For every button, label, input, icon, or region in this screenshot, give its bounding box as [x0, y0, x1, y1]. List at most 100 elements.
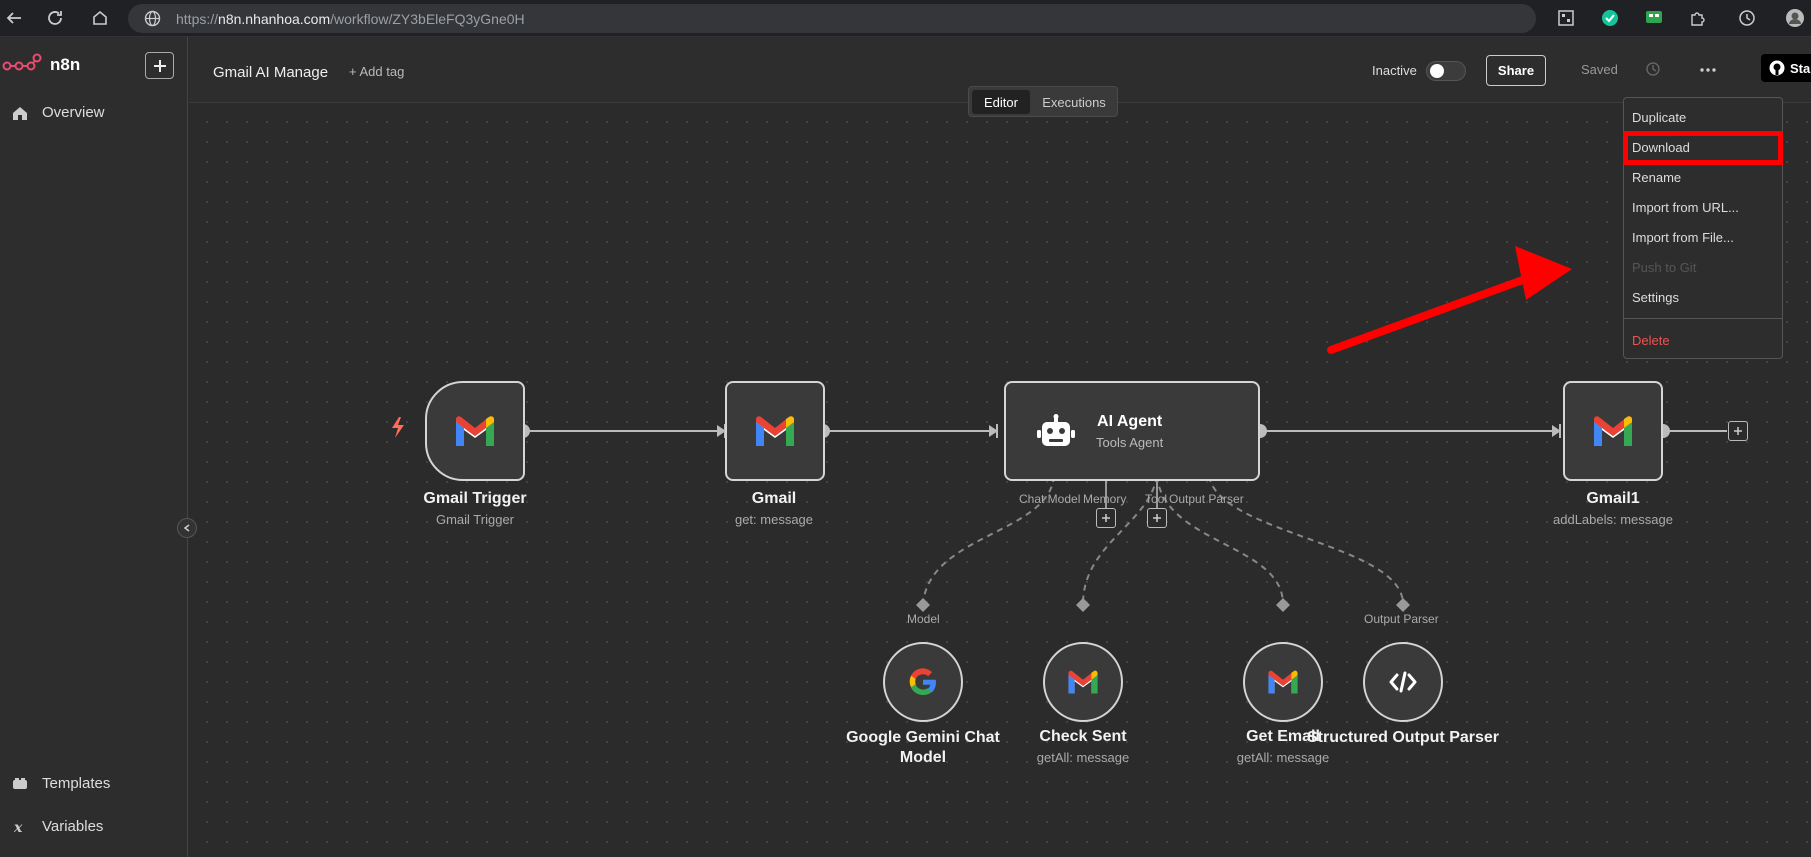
sidebar-item-label: Overview — [42, 104, 105, 121]
create-button[interactable] — [145, 52, 174, 79]
node-title: Check Sent — [1039, 728, 1127, 745]
node-subtitle: get: message — [734, 512, 814, 527]
node-subtitle: getAll: message — [1036, 750, 1130, 765]
node-gmail-trigger[interactable] — [425, 381, 525, 481]
annotation-arrow-icon — [1327, 246, 1572, 354]
ellipsis-icon — [1700, 68, 1716, 72]
extension-green-icon[interactable] — [1600, 8, 1620, 28]
star-label: Star — [1790, 60, 1811, 76]
home-icon[interactable] — [88, 6, 112, 30]
plus-icon — [1734, 427, 1742, 435]
logo-text: n8n — [50, 55, 81, 74]
node-gmail1[interactable] — [1563, 381, 1663, 481]
github-icon — [1769, 60, 1785, 76]
globe-icon — [144, 10, 161, 27]
menu-item-import-file[interactable]: Import from File... — [1632, 229, 1734, 245]
add-node-button[interactable] — [1728, 421, 1748, 441]
node-gmail[interactable] — [725, 381, 825, 481]
port-label-tool: Tool — [1145, 492, 1168, 506]
node-subtitle: addLabels: message — [1553, 512, 1673, 527]
node-check-sent[interactable] — [1043, 642, 1123, 722]
home-icon — [13, 106, 27, 120]
node-subtitle: Tools Agent — [1096, 434, 1164, 450]
add-tag-link[interactable]: + Add tag — [349, 64, 405, 79]
history-icon[interactable] — [1737, 8, 1757, 28]
menu-item-download[interactable]: Download — [1632, 139, 1690, 155]
view-tabs: Editor Executions — [968, 86, 1118, 117]
back-icon[interactable] — [2, 6, 26, 30]
trigger-lightning-icon — [392, 417, 404, 438]
port-label-output-parser: Output Parser — [1364, 612, 1439, 626]
extension-qr-icon[interactable] — [1556, 8, 1576, 28]
active-toggle[interactable] — [1426, 61, 1466, 81]
port-label-chat-model: Chat Model — [1019, 492, 1081, 506]
add-memory-button[interactable] — [1096, 508, 1116, 528]
github-star-button[interactable]: Star — [1761, 54, 1811, 82]
node-title: Google Gemini Chat Model — [846, 729, 1000, 766]
plus-icon — [1102, 514, 1110, 522]
saved-status: Saved — [1581, 62, 1618, 77]
node-google-gemini[interactable] — [883, 642, 963, 722]
gmail-icon — [456, 416, 494, 446]
agent-text: AI Agent Tools Agent — [1096, 413, 1163, 450]
node-ai-agent[interactable]: AI Agent Tools Agent — [1004, 381, 1260, 481]
port-label-output-parser: Output Parser — [1169, 492, 1244, 506]
gmail-icon — [1268, 670, 1298, 694]
address-bar[interactable]: https://n8n.nhanhoa.com/workflow/ZY3bEle… — [128, 4, 1536, 33]
tab-editor[interactable]: Editor — [972, 90, 1030, 114]
workflow-name[interactable]: Gmail AI Manage — [213, 64, 329, 81]
menu-item-import-url[interactable]: Import from URL... — [1632, 199, 1739, 215]
sidebar-item-overview[interactable]: Overview — [12, 104, 105, 121]
connection-checksent-tool — [1082, 475, 1158, 605]
sidebar: n8n Overview Templates x Variables — [0, 37, 188, 857]
node-title: Get Email — [1246, 728, 1320, 745]
more-options-button[interactable] — [1695, 57, 1721, 83]
extensions-puzzle-icon[interactable] — [1688, 8, 1708, 28]
collapse-sidebar-button[interactable] — [177, 518, 197, 538]
annotation-highlight-box — [1623, 131, 1783, 165]
sidebar-item-label: Templates — [42, 775, 111, 792]
profile-avatar-icon[interactable] — [1785, 8, 1805, 28]
browser-toolbar: https://n8n.nhanhoa.com/workflow/ZY3bEle… — [0, 0, 1811, 37]
tab-executions[interactable]: Executions — [1042, 94, 1106, 110]
workflow-canvas[interactable]: Gmail Trigger Gmail Trigger Gmail get: m… — [189, 104, 1811, 857]
plus-icon — [1153, 514, 1161, 522]
menu-item-settings[interactable]: Settings — [1632, 289, 1679, 305]
workflow-history-icon[interactable] — [1645, 61, 1661, 77]
menu-item-push-to-git: Push to Git — [1632, 259, 1697, 275]
node-get-email[interactable] — [1243, 642, 1323, 722]
active-status-label: Inactive — [1372, 63, 1417, 78]
connection-parser-outputparser — [1208, 475, 1404, 605]
n8n-logo-icon — [2, 53, 42, 71]
add-tool-button[interactable] — [1147, 508, 1167, 528]
svg-text:x: x — [13, 820, 23, 835]
robot-icon — [1037, 414, 1075, 446]
node-title: Gmail — [751, 490, 797, 507]
reload-icon[interactable] — [43, 6, 67, 30]
plus-icon — [153, 59, 166, 72]
extension-monitor-icon[interactable] — [1644, 8, 1664, 28]
variables-icon: x — [13, 820, 23, 835]
node-subtitle: getAll: message — [1236, 750, 1330, 765]
gmail-icon — [1594, 416, 1632, 446]
sidebar-item-label: Variables — [42, 818, 104, 835]
url-text: https://n8n.nhanhoa.com/workflow/ZY3bEle… — [176, 11, 525, 27]
node-title: Gmail1 — [1586, 490, 1640, 507]
port-label-model: Model — [907, 612, 940, 626]
sidebar-item-variables[interactable]: x Variables — [12, 818, 103, 835]
menu-item-duplicate[interactable]: Duplicate — [1632, 109, 1687, 125]
sidebar-item-templates[interactable]: Templates — [12, 775, 110, 792]
templates-icon — [13, 777, 27, 789]
node-structured-output-parser[interactable] — [1363, 642, 1443, 722]
share-button[interactable]: Share — [1486, 55, 1546, 86]
node-title: Gmail Trigger — [423, 490, 527, 507]
toggle-knob — [1430, 64, 1444, 78]
port-label-memory: Memory — [1083, 492, 1127, 506]
google-icon — [909, 668, 936, 696]
node-title: AI Agent — [1097, 412, 1163, 430]
connection-gemini-chatmodel — [922, 475, 1055, 605]
menu-item-delete[interactable]: Delete — [1632, 332, 1670, 348]
node-title: Structured Output Parser — [1306, 729, 1500, 746]
menu-item-rename[interactable]: Rename — [1632, 169, 1682, 185]
menu-divider — [1624, 318, 1782, 319]
